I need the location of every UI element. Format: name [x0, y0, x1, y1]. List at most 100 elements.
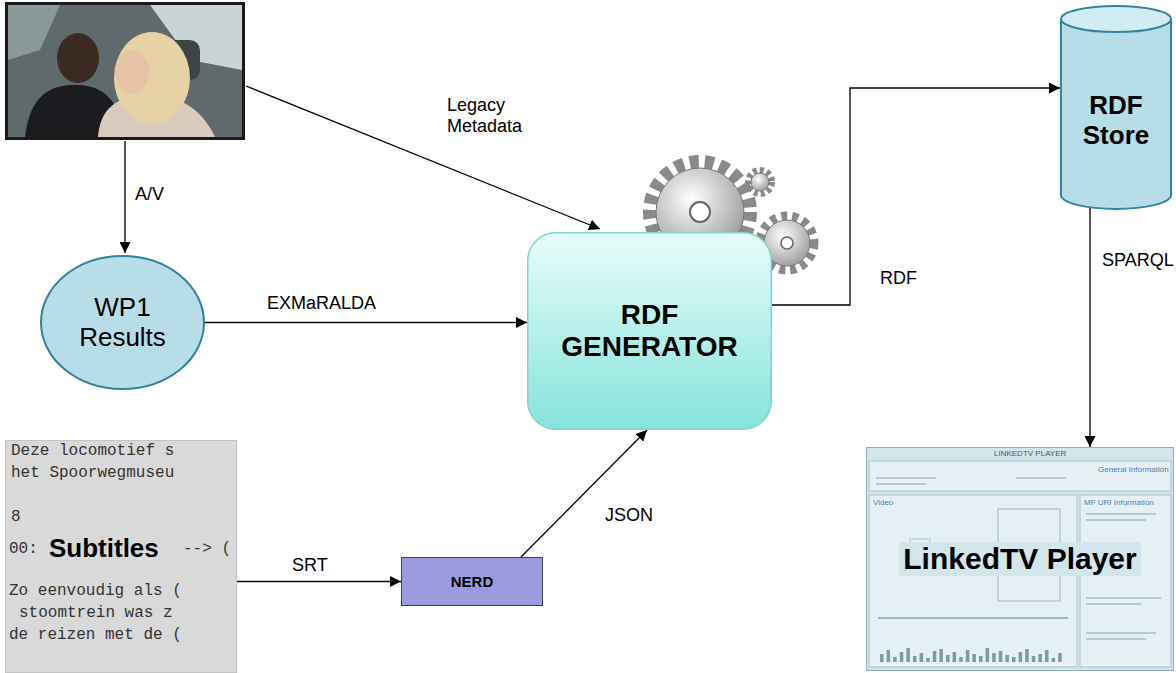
- box-outline: [867, 448, 1174, 671]
- edge-label: SRT: [290, 555, 330, 576]
- edge-label: EXMaRALDA: [265, 293, 378, 314]
- ellipse-outline: [41, 256, 204, 389]
- screen-panel: [880, 654, 884, 662]
- text-slot: LINKEDTV PLAYER: [994, 449, 1066, 458]
- cylinder-body: [1061, 19, 1171, 209]
- gear-hole: [781, 237, 793, 249]
- screen-panel: [959, 657, 963, 662]
- screen-panel: [1045, 650, 1049, 662]
- metadata-arrow: [246, 86, 600, 229]
- process-ellipse: WP1 Results: [40, 255, 205, 390]
- screen-panel: [913, 656, 917, 662]
- box-outline: [528, 233, 772, 430]
- screen-panel: [939, 649, 943, 662]
- process-box: NERD: [401, 557, 543, 606]
- screen-panel: [1086, 519, 1146, 521]
- screen-panel: [1052, 658, 1056, 662]
- edge-label-slot: SPARQL: [1100, 250, 1176, 271]
- screen-panel: [1058, 653, 1062, 662]
- box-outline: [6, 441, 237, 673]
- text-slot: stoomtrein was z: [19, 604, 173, 622]
- cylinder-top: [1061, 6, 1171, 32]
- screen-panel: [1038, 654, 1042, 662]
- edge-label: SPARQL: [1100, 250, 1176, 271]
- text-slot: Zo eenvoudig als (: [9, 582, 182, 600]
- node-text: stoomtrein was z: [19, 604, 173, 622]
- text-slot: General Information: [1098, 465, 1169, 474]
- screen-panel: [878, 617, 1068, 619]
- screen-panel: [869, 495, 1077, 667]
- woman-hair: [114, 32, 190, 124]
- screen-panel: [876, 483, 926, 485]
- node-text: Subtitles: [49, 534, 159, 564]
- node-text: Zo eenvoudig als (: [9, 582, 182, 600]
- screen-panel: [1019, 652, 1023, 662]
- flow-label: Legacy Metadata: [445, 95, 537, 136]
- screen-panel: [1012, 657, 1016, 662]
- man-head: [57, 33, 99, 83]
- screen-panel: [992, 653, 996, 662]
- text-area: WP1 Results: [40, 255, 205, 390]
- node-text: --> (: [183, 540, 231, 558]
- connector-arrow: [237, 581, 401, 582]
- car-interior: [8, 5, 242, 137]
- av-arrow: [124, 141, 125, 253]
- screen-panel: [887, 650, 891, 662]
- gear-hole: [690, 202, 710, 222]
- node-text: Video: [873, 498, 893, 507]
- text-slot: Video: [873, 498, 893, 507]
- screen-panel: [906, 648, 910, 662]
- node-text: 8: [11, 508, 21, 526]
- node-text: Deze locomotief s: [11, 442, 174, 460]
- text-slot: 00:: [9, 540, 38, 558]
- node-text: WP1 Results: [60, 293, 185, 353]
- node-text: LinkedTV Player: [899, 542, 1140, 577]
- screen-panel: [986, 648, 990, 662]
- screen-panel: [920, 653, 924, 662]
- text-slot: het Spoorwegmuseu: [11, 464, 174, 482]
- connector-arrow: [521, 430, 647, 557]
- node-text: het Spoorwegmuseu: [11, 464, 174, 482]
- screen-panel: [1016, 477, 1066, 479]
- screen-panel: [972, 654, 976, 662]
- text-slot: Deze locomotief s: [11, 442, 174, 460]
- screen-panel: [966, 650, 970, 662]
- text-area: RDF GENERATOR: [527, 232, 772, 430]
- node-text: de reizen met de (: [9, 626, 182, 644]
- text-slot: de reizen met de (: [9, 626, 182, 644]
- screen-panel: [933, 651, 937, 662]
- screen-panel: [893, 657, 897, 662]
- edge-label-slot: JSON: [603, 505, 655, 526]
- edge-label-slot: EXMaRALDA: [265, 293, 378, 314]
- screen-panel: [1080, 495, 1171, 667]
- woman-face: [115, 50, 149, 94]
- connector-arrow: [772, 88, 1060, 305]
- edge-label: RDF: [878, 268, 919, 289]
- edge-label-slot: SRT: [290, 555, 330, 576]
- screen-panel: [1086, 632, 1156, 634]
- gear: [751, 173, 769, 191]
- screen-panel: [979, 656, 983, 662]
- text-slot: --> (: [183, 540, 231, 558]
- text-area: NERD: [401, 557, 543, 606]
- node-text: General Information: [1098, 465, 1169, 474]
- text-area: LinkedTV Player: [866, 447, 1174, 671]
- player-screenshot: LinkedTV Player LINKEDTV PLAYER General In…: [866, 447, 1174, 671]
- gear-teeth: [748, 170, 772, 194]
- text-area: RDF Store: [1060, 5, 1172, 210]
- screen-panel: [1086, 513, 1156, 515]
- screen-panel: [1086, 597, 1161, 599]
- text-slot: 8: [11, 508, 21, 526]
- box-outline: [402, 558, 543, 606]
- screen-panel: [1005, 655, 1009, 662]
- node-text: NERD: [451, 573, 494, 590]
- screen-panel: [900, 652, 904, 662]
- screen-panel: [1086, 603, 1141, 605]
- node-text: RDF Store: [1064, 91, 1168, 151]
- store-cylinder: RDF Store: [1060, 5, 1172, 210]
- video-thumbnail: [5, 2, 245, 140]
- screen-panel: [1086, 638, 1146, 640]
- node-text: MF URI Information: [1084, 498, 1154, 507]
- connector-arrow: [205, 322, 527, 323]
